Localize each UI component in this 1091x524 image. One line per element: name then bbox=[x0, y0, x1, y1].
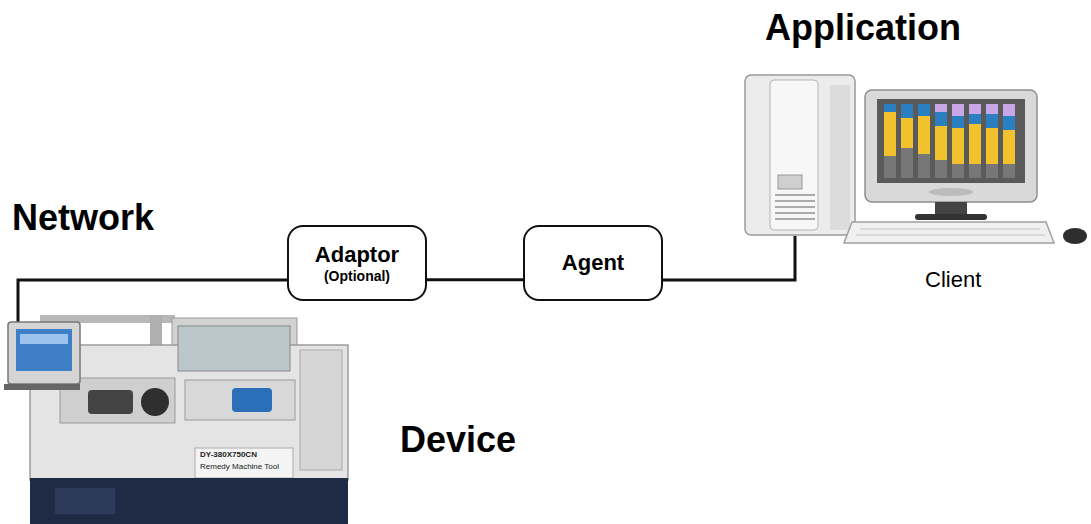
bar-chart bbox=[969, 124, 981, 164]
computer-tower bbox=[775, 218, 815, 220]
bar-chart bbox=[884, 104, 1015, 178]
bar-chart bbox=[1003, 116, 1015, 130]
bar-chart bbox=[918, 116, 930, 154]
bar-chart bbox=[986, 104, 998, 178]
computer-monitor bbox=[877, 99, 1025, 183]
bar-chart bbox=[969, 104, 981, 178]
bar-chart bbox=[952, 104, 964, 116]
mouse bbox=[1063, 228, 1087, 244]
bar-chart bbox=[952, 116, 964, 128]
cnc-machine bbox=[185, 380, 295, 420]
node-note: (Optional) bbox=[324, 268, 390, 284]
section-label: Device bbox=[400, 420, 516, 460]
bar-chart bbox=[901, 104, 913, 178]
keyboard bbox=[860, 229, 1040, 230]
bar-chart bbox=[1003, 130, 1015, 164]
computer-tower bbox=[775, 194, 815, 196]
computer-monitor bbox=[865, 90, 1037, 202]
bar-chart bbox=[884, 104, 896, 112]
computer-tower bbox=[770, 80, 818, 230]
keyboard bbox=[856, 235, 1045, 236]
controller-panel bbox=[8, 322, 80, 384]
computer-monitor bbox=[865, 90, 1037, 220]
cnc-machine bbox=[30, 478, 348, 524]
controller-panel bbox=[16, 329, 72, 371]
controller-panel bbox=[20, 334, 68, 344]
computer-tower bbox=[775, 206, 815, 208]
computer-tower bbox=[745, 75, 855, 235]
caption-label: Client bbox=[925, 268, 981, 292]
bar-chart bbox=[1003, 104, 1015, 116]
computer-tower bbox=[778, 175, 802, 189]
computer-tower bbox=[775, 200, 815, 202]
cnc-machine bbox=[88, 390, 133, 414]
computer-tower bbox=[745, 75, 855, 235]
bar-chart bbox=[935, 126, 947, 160]
bar-chart bbox=[986, 104, 998, 114]
bar-chart bbox=[884, 112, 896, 156]
computer-monitor bbox=[915, 214, 987, 220]
cnc-machine bbox=[55, 488, 115, 514]
name-plate bbox=[195, 448, 293, 478]
cnc-machine bbox=[300, 350, 342, 470]
bar-chart bbox=[884, 104, 896, 178]
computer-monitor bbox=[935, 202, 967, 216]
section-label: Application bbox=[765, 8, 961, 48]
bar-chart bbox=[952, 104, 964, 178]
keyboard bbox=[844, 222, 1054, 243]
controller-panel bbox=[4, 322, 80, 390]
connector-line bbox=[427, 278, 523, 281]
node-title: Adaptor bbox=[315, 242, 399, 267]
bar-chart bbox=[901, 118, 913, 148]
bar-chart bbox=[918, 104, 930, 178]
computer-monitor bbox=[929, 188, 973, 196]
bar-chart bbox=[1003, 104, 1015, 178]
bar-chart bbox=[969, 114, 981, 124]
section-label: Network bbox=[12, 198, 154, 238]
bar-chart bbox=[935, 112, 947, 126]
computer-tower bbox=[775, 212, 815, 214]
cnc-machine bbox=[141, 388, 169, 416]
plate-text: Remedy Machine Tool bbox=[200, 463, 279, 472]
rounded-box: Adaptor(Optional) bbox=[287, 225, 427, 301]
controller-panel bbox=[4, 384, 80, 390]
keyboard bbox=[844, 222, 1054, 243]
computer-tower bbox=[830, 85, 850, 230]
rounded-box: Agent bbox=[523, 225, 663, 301]
bar-chart bbox=[986, 128, 998, 164]
node-title: Agent bbox=[562, 250, 624, 275]
cnc-machine bbox=[178, 326, 290, 371]
bar-chart bbox=[952, 128, 964, 164]
network-wire bbox=[663, 236, 795, 280]
bar-chart bbox=[986, 114, 998, 128]
bar-chart bbox=[969, 104, 981, 114]
bar-chart bbox=[901, 104, 913, 118]
bar-chart bbox=[918, 104, 930, 116]
plate-text: DY-380X750CN bbox=[200, 451, 257, 460]
bar-chart bbox=[935, 104, 947, 178]
cnc-machine bbox=[232, 388, 272, 412]
bar-chart bbox=[935, 104, 947, 112]
